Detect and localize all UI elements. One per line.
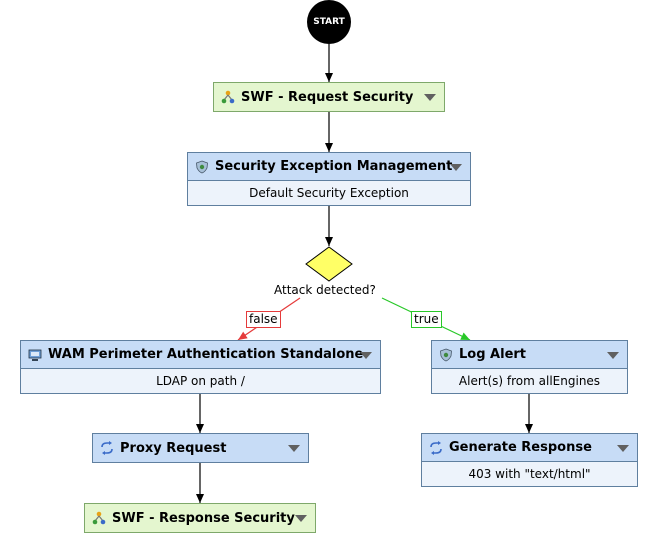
node-title: SWF - Response Security [112, 510, 295, 526]
chevron-down-icon[interactable] [607, 351, 619, 359]
arrows-cycle-icon [430, 440, 442, 455]
generate-response-node[interactable]: Generate Response 403 with "text/html" [421, 433, 638, 487]
node-title: Log Alert [459, 347, 527, 362]
monitor-key-icon [28, 349, 42, 361]
start-node[interactable]: START [307, 0, 351, 44]
proxy-request-node[interactable]: Proxy Request [92, 433, 309, 463]
swf-request-security-node[interactable]: SWF - Request Security [213, 82, 445, 112]
false-edge-label: false [246, 311, 281, 328]
wam-perimeter-authentication-node[interactable]: WAM Perimeter Authentication Standalone … [20, 340, 381, 394]
arrows-cycle-icon [101, 441, 113, 455]
node-title: Security Exception Management [215, 159, 453, 174]
node-title: Generate Response [449, 440, 592, 455]
log-alert-node[interactable]: Log Alert Alert(s) from allEngines [431, 340, 628, 394]
node-title: Proxy Request [120, 440, 227, 456]
true-edge-label: true [411, 311, 442, 328]
chevron-down-icon[interactable] [617, 444, 629, 452]
node-subtitle: 403 with "text/html" [422, 461, 637, 486]
node-title: SWF - Request Security [241, 89, 414, 105]
chevron-down-icon[interactable] [360, 351, 372, 359]
shield-icon [196, 160, 208, 173]
chevron-down-icon[interactable] [450, 163, 462, 171]
shield-icon [440, 348, 452, 361]
filter-tree-icon [92, 511, 106, 525]
chevron-down-icon[interactable] [288, 445, 300, 452]
node-subtitle: LDAP on path / [21, 368, 380, 393]
chevron-down-icon[interactable] [295, 515, 307, 522]
swf-response-security-node[interactable]: SWF - Response Security [84, 503, 316, 533]
filter-tree-icon [221, 90, 235, 104]
node-subtitle: Default Security Exception [188, 180, 470, 205]
chevron-down-icon[interactable] [424, 94, 436, 101]
security-exception-management-node[interactable]: Security Exception Management Default Se… [187, 152, 471, 206]
decision-label: Attack detected? [274, 283, 376, 297]
node-title: WAM Perimeter Authentication Standalone [48, 347, 364, 362]
decision-diamond[interactable] [305, 246, 353, 282]
node-subtitle: Alert(s) from allEngines [432, 368, 627, 393]
